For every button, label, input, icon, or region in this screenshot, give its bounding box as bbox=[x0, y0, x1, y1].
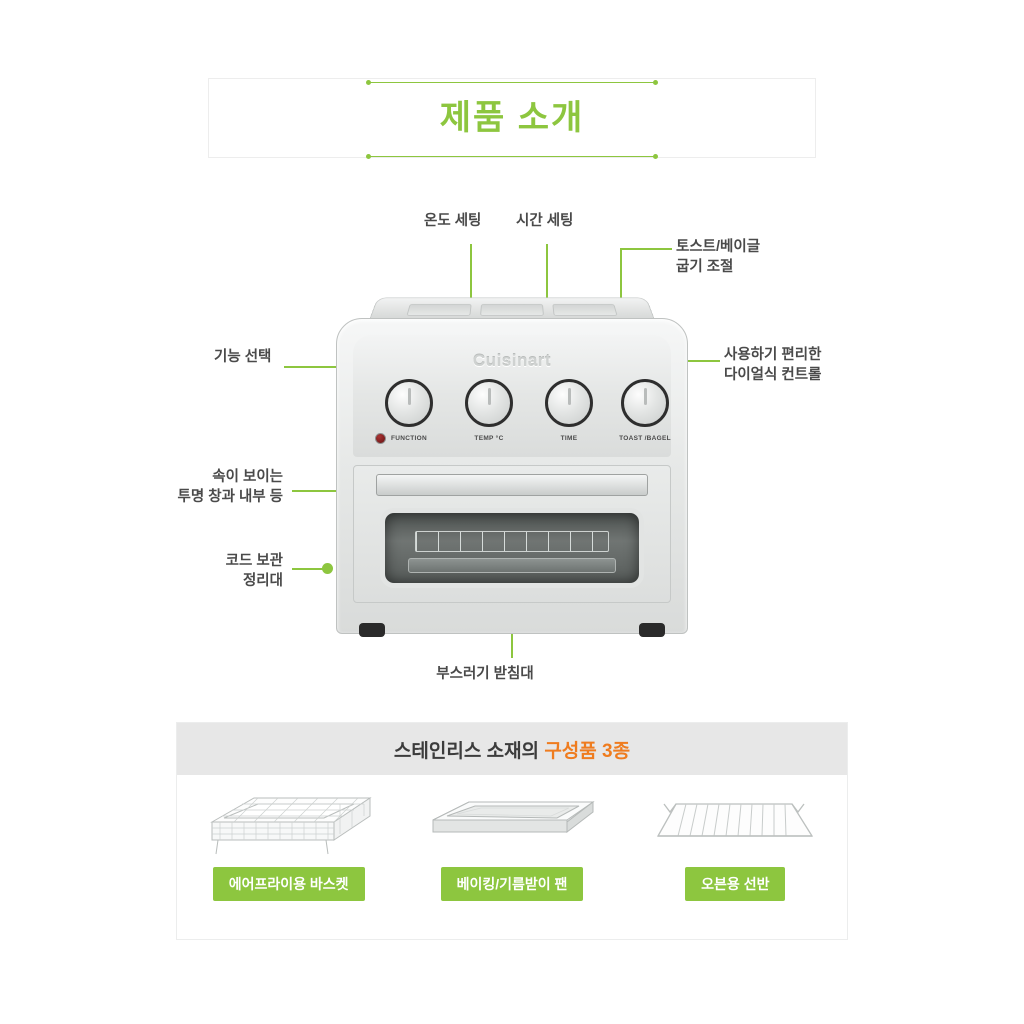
control-panel: Cuisinart FUNCTION TEMP °C TIME TOAST /B… bbox=[353, 335, 671, 457]
interior-baking-pan bbox=[407, 557, 617, 574]
oven-body: Cuisinart FUNCTION TEMP °C TIME TOAST /B… bbox=[336, 318, 688, 637]
accessories-heading-accent: 구성품 3종 bbox=[544, 740, 631, 762]
page-title: 제품 소개 bbox=[439, 99, 585, 137]
oven-foot bbox=[639, 623, 665, 637]
callout-cord-storage: 코드 보관 정리대 bbox=[225, 553, 283, 589]
callout-time-setting: 시간 세팅 bbox=[516, 213, 574, 229]
accessories-card: 스테인리스 소재의 구성품 3종 bbox=[176, 722, 848, 940]
leader-line-dial bbox=[684, 360, 720, 362]
accessory-item: 베이킹/기름받이 팬 bbox=[400, 775, 623, 941]
callout-function-select: 기능 선택 bbox=[214, 349, 272, 365]
callout-window-light: 속이 보이는 투명 창과 내부 등 bbox=[177, 469, 283, 505]
callout-temp-setting: 온도 세팅 bbox=[424, 213, 482, 229]
time-dial[interactable] bbox=[545, 379, 593, 427]
dial-caption-toast: TOAST /BAGEL bbox=[619, 435, 671, 442]
marker-dot-cord bbox=[322, 563, 333, 574]
header-rule-bottom bbox=[368, 156, 656, 157]
header-frame bbox=[208, 78, 816, 158]
glass-window bbox=[380, 508, 644, 588]
header-rule-dot-bottom-left bbox=[366, 154, 371, 159]
brand-logo: Cuisinart bbox=[472, 351, 552, 370]
function-dial[interactable] bbox=[385, 379, 433, 427]
accessories-row: 에어프라이용 바스켓 베이킹/기름받이 팬 bbox=[177, 775, 847, 941]
header-rule-dot-bottom-right bbox=[653, 154, 658, 159]
vent-slot bbox=[480, 303, 544, 316]
power-indicator-light bbox=[375, 433, 386, 444]
dial-caption-time: TIME bbox=[560, 435, 578, 442]
accessory-label-pan: 베이킹/기름받이 팬 bbox=[440, 867, 584, 901]
vent-slot bbox=[406, 303, 472, 316]
accessories-heading: 스테인리스 소재의 구성품 3종 bbox=[394, 736, 630, 763]
header-rule-top bbox=[368, 82, 656, 83]
oven-illustration: Cuisinart FUNCTION TEMP °C TIME TOAST /B… bbox=[330, 288, 694, 648]
leader-line-toast-h bbox=[620, 248, 672, 250]
accessory-label-rack: 오븐용 선반 bbox=[685, 867, 786, 901]
interior-wire-rack bbox=[415, 531, 609, 553]
callout-dial-control: 사용하기 편리한 다이얼식 컨트롤 bbox=[724, 347, 822, 383]
accessory-label-basket: 에어프라이용 바스켓 bbox=[212, 867, 365, 901]
header-rule-dot-top-right bbox=[653, 80, 658, 85]
accessory-item: 에어프라이용 바스켓 bbox=[177, 775, 400, 941]
baking-pan-icon bbox=[417, 775, 607, 867]
accessory-item: 오븐용 선반 bbox=[624, 775, 847, 941]
accessories-header-band: 스테인리스 소재의 구성품 3종 bbox=[177, 723, 847, 775]
oven-foot bbox=[359, 623, 385, 637]
toast-bagel-dial[interactable] bbox=[621, 379, 669, 427]
callout-toast-bagel: 토스트/베이글 굽기 조절 bbox=[676, 239, 761, 275]
header-rule-dot-top-left bbox=[366, 80, 371, 85]
door-handle[interactable] bbox=[376, 474, 648, 496]
temperature-dial[interactable] bbox=[465, 379, 513, 427]
oven-door[interactable] bbox=[353, 465, 671, 603]
dial-caption-function: FUNCTION bbox=[391, 435, 427, 442]
oven-rack-icon bbox=[640, 775, 830, 867]
leader-line-cord bbox=[292, 568, 328, 570]
vent-slot bbox=[552, 303, 618, 316]
air-fry-basket-icon bbox=[194, 775, 384, 867]
accessories-heading-main: 스테인리스 소재의 bbox=[393, 740, 545, 762]
callout-crumb-tray: 부스러기 받침대 bbox=[436, 666, 534, 682]
dial-caption-temp: TEMP °C bbox=[474, 435, 504, 442]
